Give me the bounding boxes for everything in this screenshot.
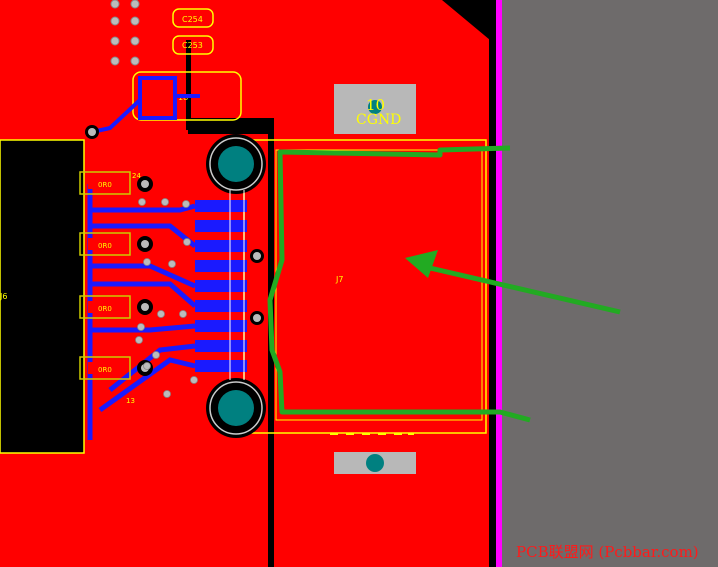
j6-connector-body [0, 139, 85, 454]
resistor-r4: 0R0 [79, 356, 131, 380]
plane-split-gap-top [188, 118, 274, 134]
j7-label: J7 [335, 275, 343, 284]
annotation-arrow-head [405, 250, 438, 278]
c254-label: C254 [182, 15, 203, 24]
resistor-r2-label: 0R0 [98, 242, 112, 250]
pin-24-label: 24 [132, 172, 141, 180]
cgnd-pad-hole [368, 100, 382, 114]
mounting-hole-bottom [206, 378, 266, 438]
cgnd-pad-number: 10 [366, 96, 385, 114]
mounting-hole-top [206, 134, 266, 194]
resistor-r3-label: 0R0 [98, 305, 112, 313]
via-array [110, 0, 140, 66]
component-18-outline [132, 71, 242, 121]
pin-13-label: 13 [126, 397, 135, 405]
annotation-arrow-shaft [429, 265, 621, 315]
resistor-r1: 0R0 [79, 171, 131, 195]
watermark: PCB联盟网 (Pcbbar.com) [516, 543, 699, 561]
resistor-r1-label: 0R0 [98, 181, 112, 189]
resistor-r3: 0R0 [79, 295, 131, 319]
annotation-outline [267, 145, 531, 423]
c254-outline [172, 8, 214, 28]
bottom-pad-hole [366, 454, 384, 472]
c253-label: C253 [182, 41, 203, 50]
j6-label: J6 [0, 292, 7, 301]
connector-pins [195, 190, 247, 380]
c253-outline [172, 35, 214, 55]
resistor-r4-label: 0R0 [98, 366, 112, 374]
via-drill [88, 128, 96, 136]
board-corner-cutout [442, 0, 490, 40]
cgnd-pad-net: CGND [356, 112, 401, 128]
resistor-r2: 0R0 [79, 232, 131, 256]
plane-split-gap-vertical [186, 40, 191, 130]
small-vias [135, 198, 198, 398]
